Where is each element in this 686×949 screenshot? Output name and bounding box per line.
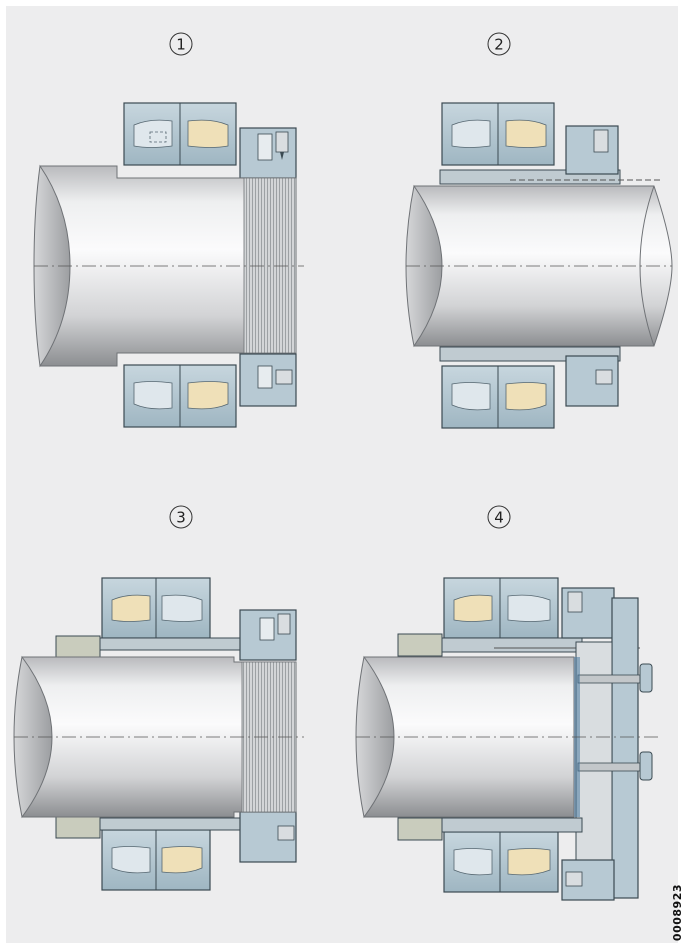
panel-3-badge: [169, 505, 193, 529]
panel-4-sleeve-bottom: [441, 817, 583, 833]
panel-2-bearing-top: [441, 102, 555, 166]
panel-1-shaft: [33, 164, 304, 368]
panel-1-nut-bottom: [239, 353, 297, 407]
panel-3-spacer-top: [55, 635, 101, 659]
panel-3-sleeve-top: [99, 637, 241, 651]
panel-4: 4: [355, 505, 660, 901]
panel-1-label: 1: [176, 36, 186, 54]
panel-4-nut-top: [561, 587, 615, 639]
panel-3-label: 3: [176, 509, 186, 527]
panel-3-shaft: [13, 655, 304, 819]
panel-4-bearing-bottom: [443, 831, 559, 893]
panel-3-nut-top: [239, 609, 297, 661]
panel-2-nut-bottom: [565, 355, 619, 407]
panel-2-badge: [487, 32, 511, 56]
figure-code: 0008923: [671, 883, 684, 941]
panel-2-bearing-bottom: [441, 365, 555, 429]
panel-3: 3: [13, 505, 304, 891]
panel-4-shaft: [355, 655, 660, 819]
panel-2-sleeve-top: [439, 169, 660, 185]
panel-2-shaft: [405, 184, 673, 348]
panel-3-sleeve-bottom: [99, 817, 241, 831]
panel-3-nut-bottom: [239, 811, 297, 863]
panel-4-bearing-top: [443, 577, 559, 639]
panel-3-bearing-top: [101, 577, 211, 639]
panel-4-press-plate: [575, 597, 639, 899]
panel-3-spacer-bottom: [55, 815, 101, 839]
panel-1-badge: [169, 32, 193, 56]
panel-2-nut-top: [565, 125, 619, 175]
panel-2: 2: [405, 32, 673, 429]
panel-4-spacer-bottom: [397, 817, 443, 841]
panel-1: 1: [33, 32, 304, 428]
panel-4-spacer-top: [397, 633, 443, 657]
panel-4-label: 4: [494, 509, 504, 527]
panel-1-bearing-top: [123, 102, 237, 166]
panel-2-label: 2: [494, 36, 504, 54]
panel-3-bearing-bottom: [101, 829, 211, 891]
panel-1-bearing-bottom: [123, 364, 237, 428]
panel-4-nut-bottom: [561, 859, 615, 901]
panel-1-nut-top: [239, 127, 297, 179]
panel-4-badge: [487, 505, 511, 529]
